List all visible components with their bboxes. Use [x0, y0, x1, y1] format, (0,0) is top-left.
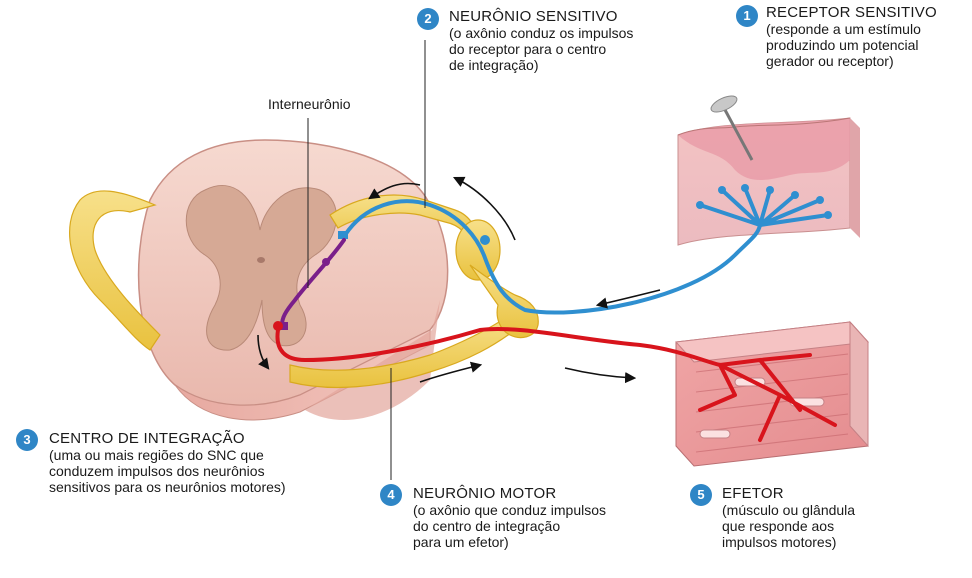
step-badge-5: 5 [690, 484, 712, 506]
sensory-neuron-line-2: do receptor para o centro [449, 41, 607, 57]
effector-label: EFETOR (músculo ou glândula que responde… [722, 485, 856, 551]
impulse-arrows [257, 176, 661, 384]
interneuron-label: Interneurônio [268, 96, 351, 112]
integration-center-line-1: (uma ou mais regiões do SNC que [49, 447, 264, 463]
sensory-neuron-label: NEURÔNIO SENSITIVO (o axônio conduz os i… [449, 8, 634, 74]
pin [722, 107, 754, 161]
sensory-neuron-line-3: de integração) [449, 57, 539, 73]
motor-cell-body [273, 321, 283, 331]
step-badge-4: 4 [380, 484, 402, 506]
integration-center-title: CENTRO DE INTEGRAÇÃO [49, 430, 245, 447]
motor-neuron-label: NEURÔNIO MOTOR (o axônio que conduz impu… [413, 485, 607, 551]
effector-line-3: impulsos motores) [722, 534, 837, 550]
effector-line-2: que responde aos [722, 518, 835, 534]
receptor-line-3: gerador ou receptor) [766, 53, 894, 69]
receptor-title: RECEPTOR SENSITIVO [766, 4, 937, 21]
sensory-neuron [343, 186, 830, 315]
step-badge-1: 1 [736, 5, 758, 27]
central-canal [257, 257, 265, 263]
receptor-line-2: produzindo um potencial [766, 37, 919, 53]
effector-line-1: (músculo ou glândula [722, 502, 856, 518]
step-badge-2: 2 [417, 8, 439, 30]
receptor-label: RECEPTOR SENSITIVO (responde a um estímu… [766, 4, 937, 70]
sensory-endings [480, 184, 832, 245]
leader-lines [307, 40, 426, 480]
muscle-block [674, 320, 870, 467]
motor-neuron-title: NEURÔNIO MOTOR [413, 485, 557, 502]
integration-center-line-3: sensitivos para os neurônios motores) [49, 479, 286, 495]
sensory-neuron-line-1: (o axônio conduz os impulsos [449, 25, 634, 41]
integration-center-line-2: conduzem impulsos dos neurônios [49, 463, 265, 479]
motor-neuron-line-3: para um efetor) [413, 534, 509, 550]
motor-neuron-line-2: do centro de integração [413, 518, 561, 534]
sensory-terminal [338, 231, 348, 239]
effector-title: EFETOR [722, 485, 784, 502]
integration-center-label: CENTRO DE INTEGRAÇÃO (uma ou mais regiõe… [49, 430, 286, 496]
motor-neuron-line-1: (o axônio que conduz impulsos [413, 502, 607, 518]
interneuron-path [280, 238, 346, 327]
motor-neuron [275, 327, 837, 442]
sensory-neuron-title: NEURÔNIO SENSITIVO [449, 8, 618, 25]
step-badge-3: 3 [16, 429, 38, 451]
receptor-line-1: (responde a um estímulo [766, 21, 921, 37]
